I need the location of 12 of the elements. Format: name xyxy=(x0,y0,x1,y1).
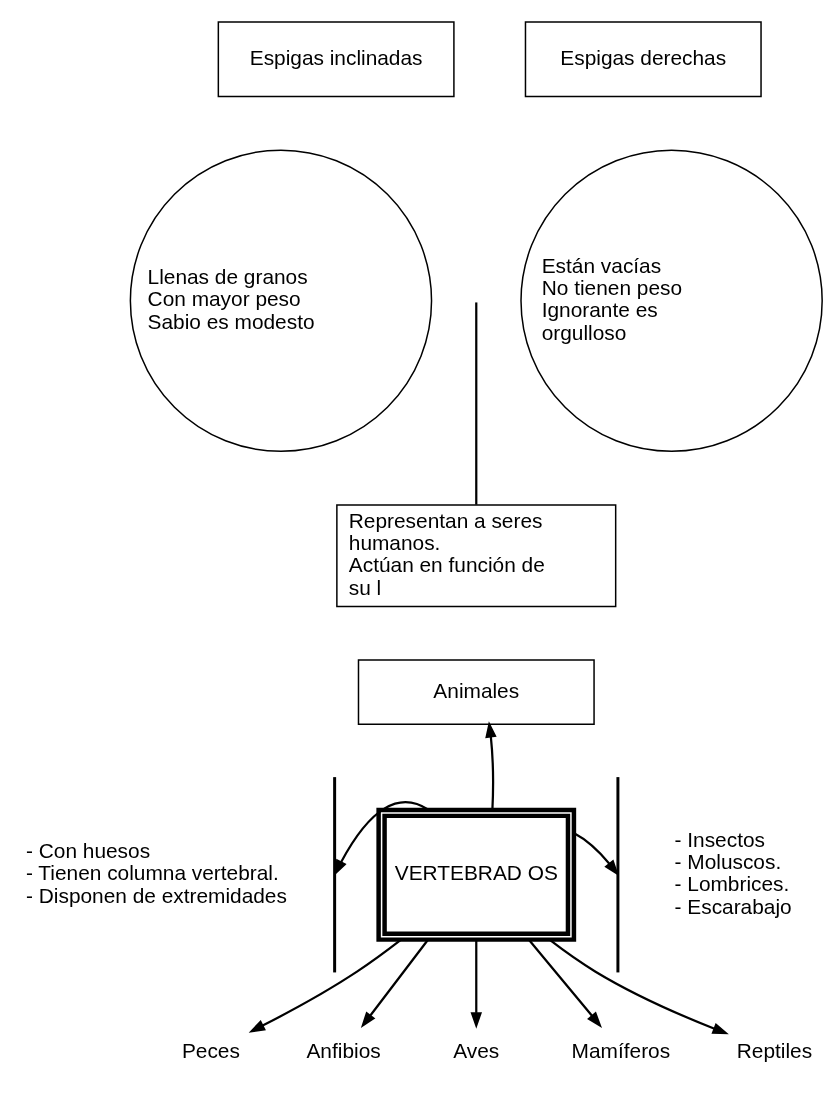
node-text: Reptiles xyxy=(736,1038,813,1062)
node-label: - Disponen de extremidades xyxy=(26,883,287,907)
node-label: - Con huesos xyxy=(26,838,151,862)
node-label: - Moluscos. xyxy=(674,850,782,874)
node-text: Aves xyxy=(453,1038,500,1062)
node-label: - Lombrices. xyxy=(674,872,790,896)
node-label: - Tienen columna vertebral. xyxy=(26,861,279,885)
node-text: Mamíferos xyxy=(571,1038,671,1062)
node-text: Anfibios xyxy=(306,1038,381,1062)
node-text: Peces xyxy=(181,1038,240,1062)
node-label: - Insectos xyxy=(674,827,766,851)
node-label: - Escarabajo xyxy=(674,894,792,918)
